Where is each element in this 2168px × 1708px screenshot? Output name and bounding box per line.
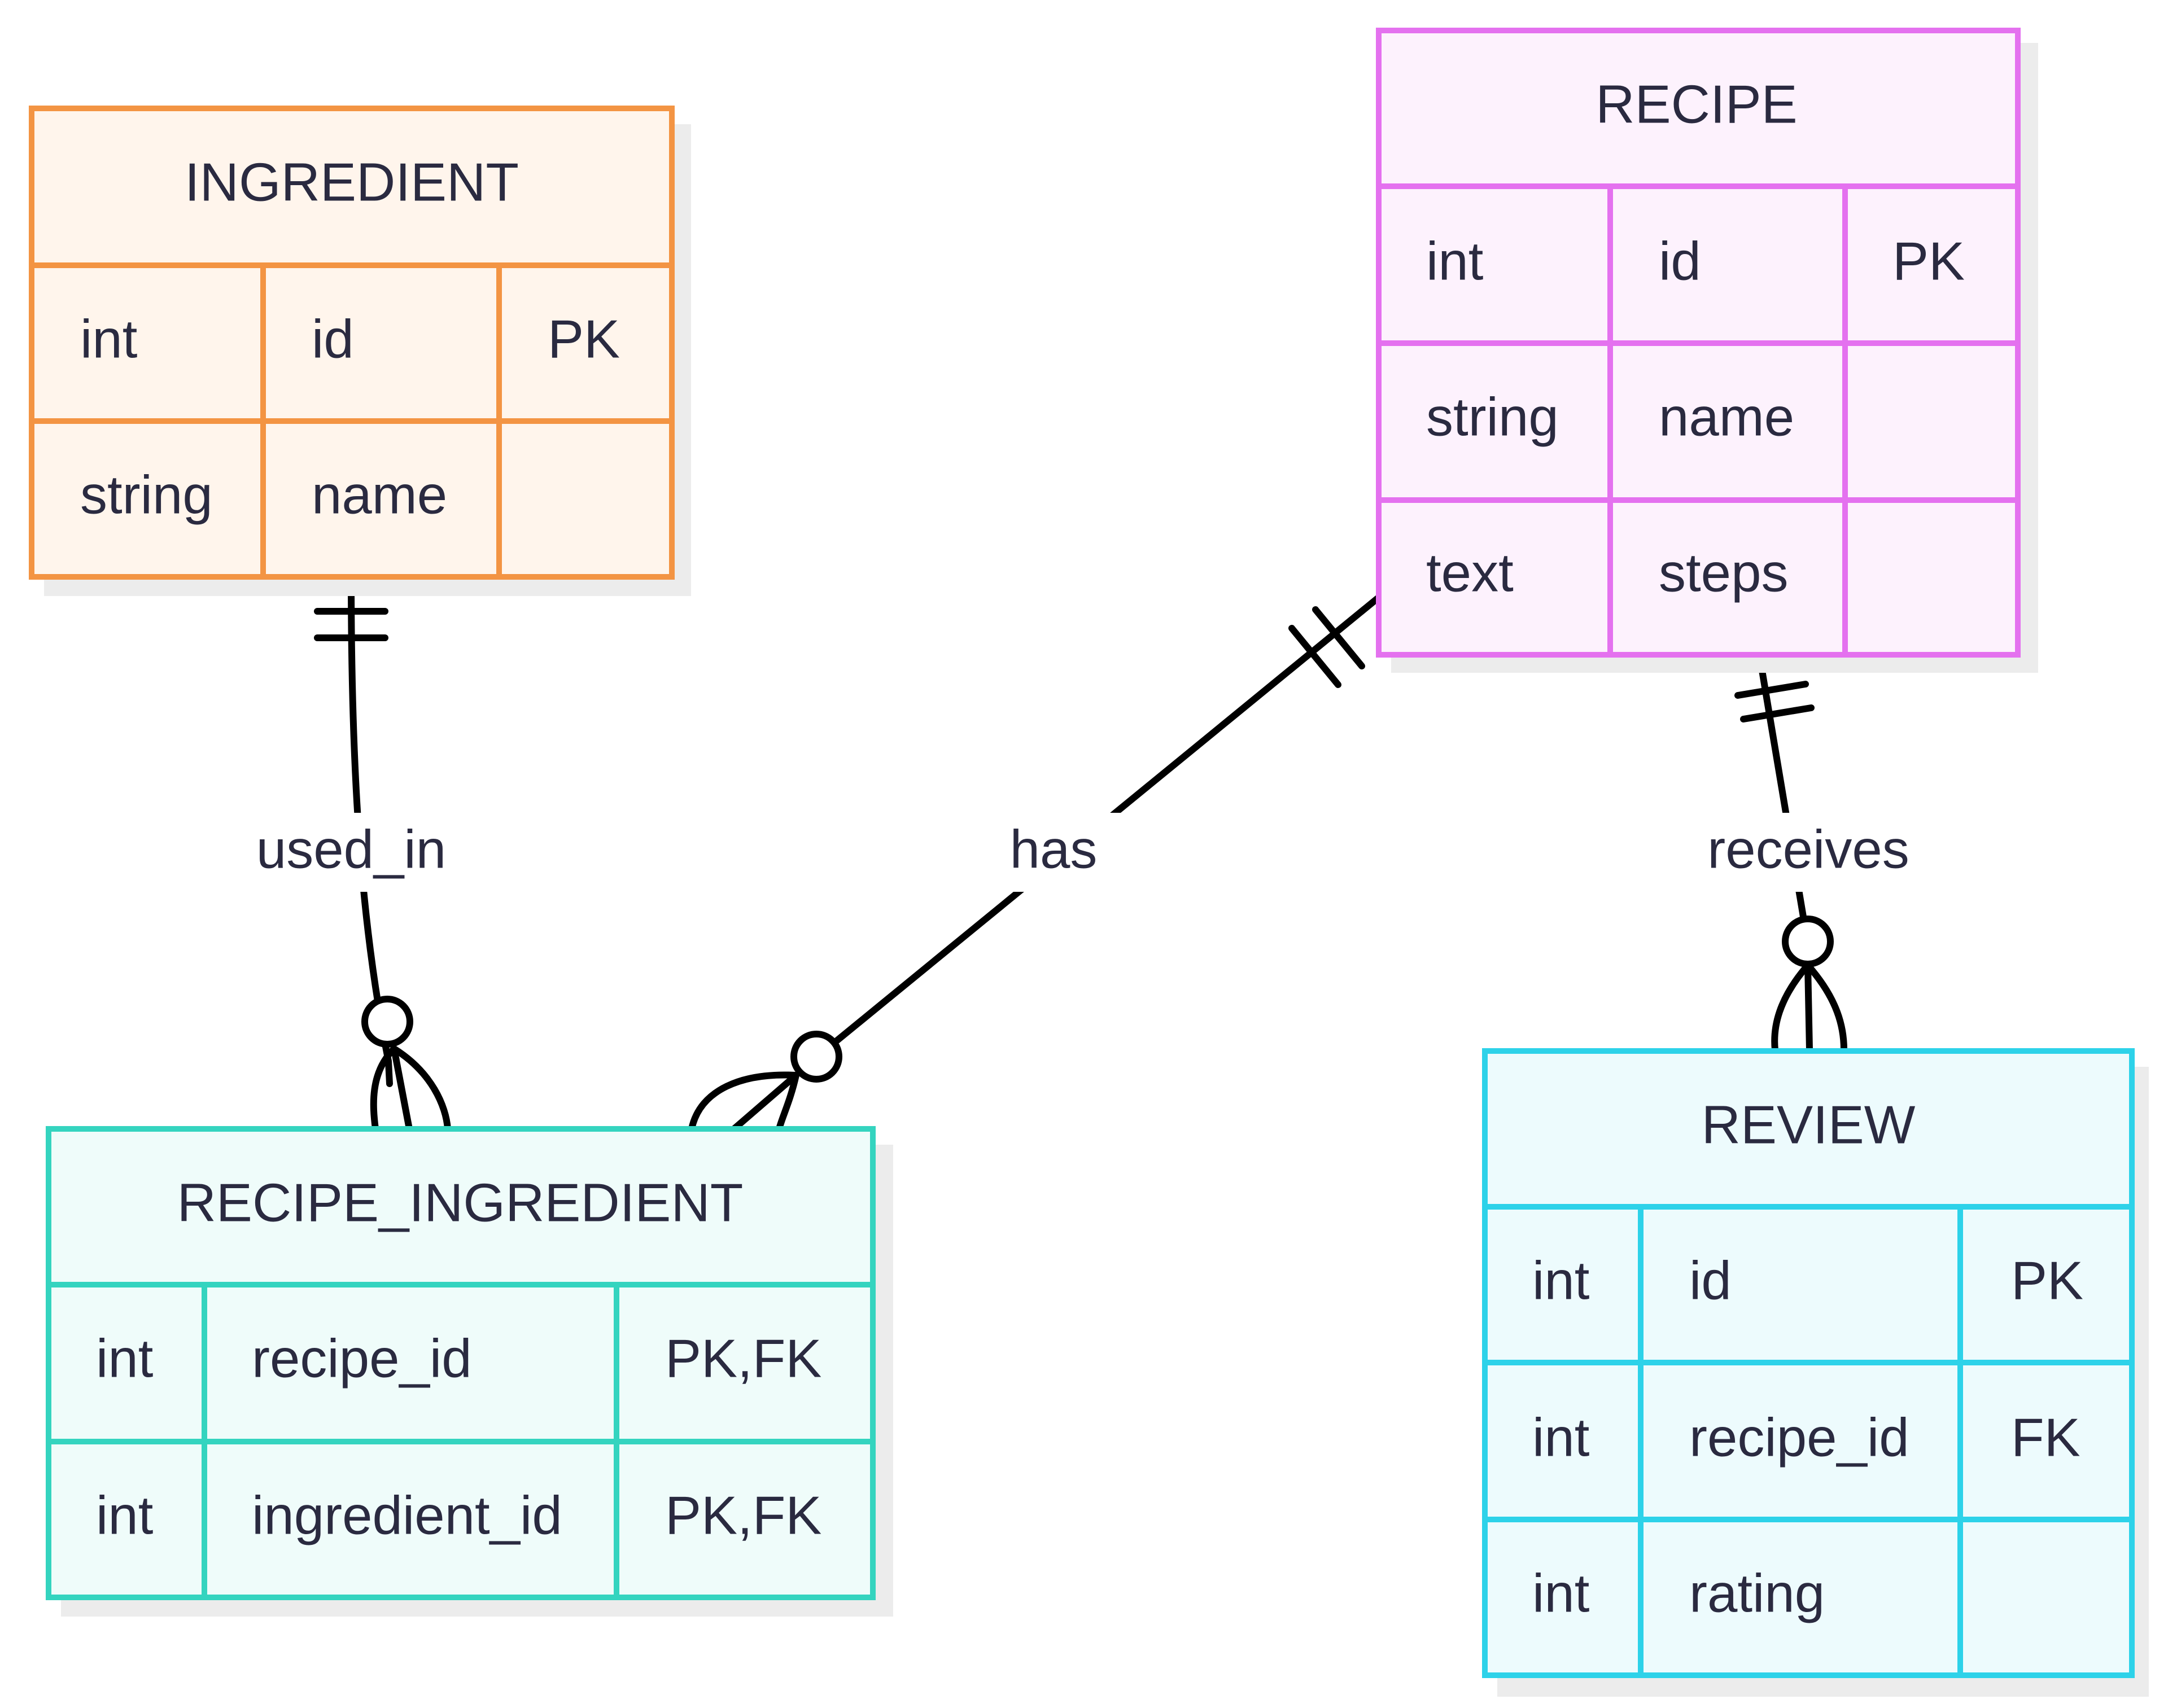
zero-or-many-marker (1804, 962, 1847, 1053)
attribute-type: int (1532, 1563, 1589, 1623)
zero-or-many-marker (391, 1045, 451, 1132)
attribute-key: PK,FK (665, 1485, 821, 1545)
attribute-type: int (1532, 1250, 1589, 1311)
attribute-name: name (1659, 387, 1794, 447)
attribute-name: id (1689, 1250, 1732, 1311)
attribute-name: recipe_id (252, 1328, 472, 1389)
attribute-type: int (1426, 231, 1483, 291)
relationship-used-in: used_in (243, 572, 457, 1132)
zero-or-many-marker (1771, 962, 1811, 1053)
entity-title: RECIPE (1596, 74, 1797, 134)
attribute-key: PK (1892, 231, 1965, 291)
attribute-name: id (312, 309, 354, 369)
entity-ingredient: INGREDIENT int id PK string name (29, 106, 691, 596)
zero-or-many-marker (1804, 962, 1813, 1053)
label-background (243, 813, 457, 892)
attribute-name: rating (1689, 1563, 1825, 1623)
attribute-name: name (312, 465, 447, 525)
entity-review: REVIEW int id PK int recipe_id FK int ra… (1482, 1048, 2149, 1697)
edge-receives (1757, 657, 1810, 940)
attribute-name: ingredient_id (252, 1485, 562, 1545)
exactly-one-marker (1734, 681, 1809, 699)
relationship-receives: receives (1691, 657, 1928, 1053)
zero-marker (790, 1031, 842, 1083)
exactly-one-marker (1288, 625, 1341, 688)
attribute-key: FK (2011, 1407, 2080, 1468)
attribute-type: string (1426, 387, 1559, 447)
attribute-name: recipe_id (1689, 1407, 1909, 1468)
attribute-key: PK (2011, 1250, 2083, 1311)
attribute-type: int (96, 1485, 153, 1545)
entity-recipe-ingredient: RECIPE_INGREDIENT int recipe_id PK,FK in… (46, 1126, 893, 1617)
relationship-has: has (688, 595, 1381, 1132)
attribute-type: text (1426, 542, 1514, 603)
zero-or-many-marker (391, 1045, 413, 1132)
zero-or-many-marker (776, 1072, 799, 1132)
zero-marker (1782, 916, 1834, 967)
zero-or-many-marker (688, 1071, 799, 1132)
attribute-name: id (1659, 231, 1701, 291)
entity-box (46, 1126, 876, 1600)
entity-title: RECIPE_INGREDIENT (177, 1172, 744, 1233)
relationship-label: receives (1707, 819, 1909, 879)
attribute-key: PK (548, 309, 620, 369)
entity-recipe: RECIPE int id PK string name text steps (1376, 28, 2038, 673)
entity-title: REVIEW (1702, 1094, 1916, 1155)
entity-title: INGREDIENT (185, 152, 519, 212)
attribute-type: int (80, 309, 137, 369)
exactly-one-marker (1312, 606, 1365, 669)
entity-box (29, 106, 675, 580)
label-background (960, 813, 1146, 892)
zero-marker (361, 996, 413, 1048)
attribute-type: int (1532, 1407, 1589, 1468)
attribute-name: steps (1659, 542, 1788, 603)
relationship-label: has (1010, 819, 1098, 879)
zero-or-many-marker (370, 1045, 397, 1132)
attribute-key: PK,FK (665, 1328, 821, 1389)
relationship-label: used_in (256, 819, 446, 879)
exactly-one-marker (1740, 704, 1815, 722)
attribute-type: int (96, 1328, 153, 1389)
attribute-type: string (80, 465, 213, 525)
label-background (1691, 813, 1928, 892)
zero-or-many-marker (731, 1072, 799, 1132)
